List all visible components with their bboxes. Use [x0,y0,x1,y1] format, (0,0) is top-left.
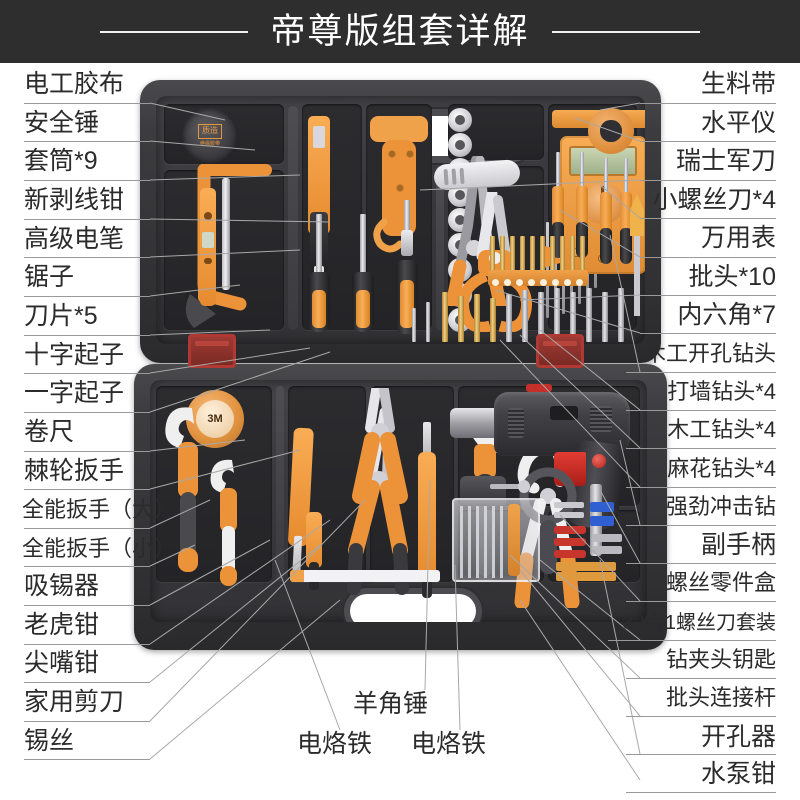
product-photo: 质造 绝缘胶带 [128,72,673,657]
chuck-key [490,480,530,494]
universal-wrench-large [165,407,198,572]
impact-drill [450,384,646,534]
screw-parts-box [552,500,638,582]
universal-wrench-small [210,459,237,586]
lineman-pliers [352,388,408,504]
toolbox-base-tray: 3M [150,380,647,622]
drill-side-handle [519,467,577,574]
driver-bit-set [488,236,588,292]
voltage-tester-pen [200,188,216,306]
ruler-strip [290,570,440,582]
drill-chuck [450,408,502,438]
latch-left[interactable] [188,334,236,368]
header-rule-left [100,30,249,33]
drill-lock-button[interactable] [592,454,606,468]
electrical-tape-roll: 质造 绝缘胶带 [182,108,238,164]
screwdriver-set-case [452,498,540,582]
tape-measure: 3M [186,390,244,448]
mini-screwdriver-set [548,152,634,272]
screwdriver-flat [352,214,374,334]
page-title: 帝尊版组套详解 [270,12,530,51]
drill-bit-assortment [408,286,644,342]
screwdriver-phillips [308,214,330,334]
toolbox-base-handle [350,594,476,622]
page-header: 帝尊版组套详解 [0,0,800,63]
tape-measure-label: 3M [195,399,235,439]
header-rule-right [551,30,700,33]
tape-brand-logo: 质造 绝缘胶带 [198,123,222,147]
